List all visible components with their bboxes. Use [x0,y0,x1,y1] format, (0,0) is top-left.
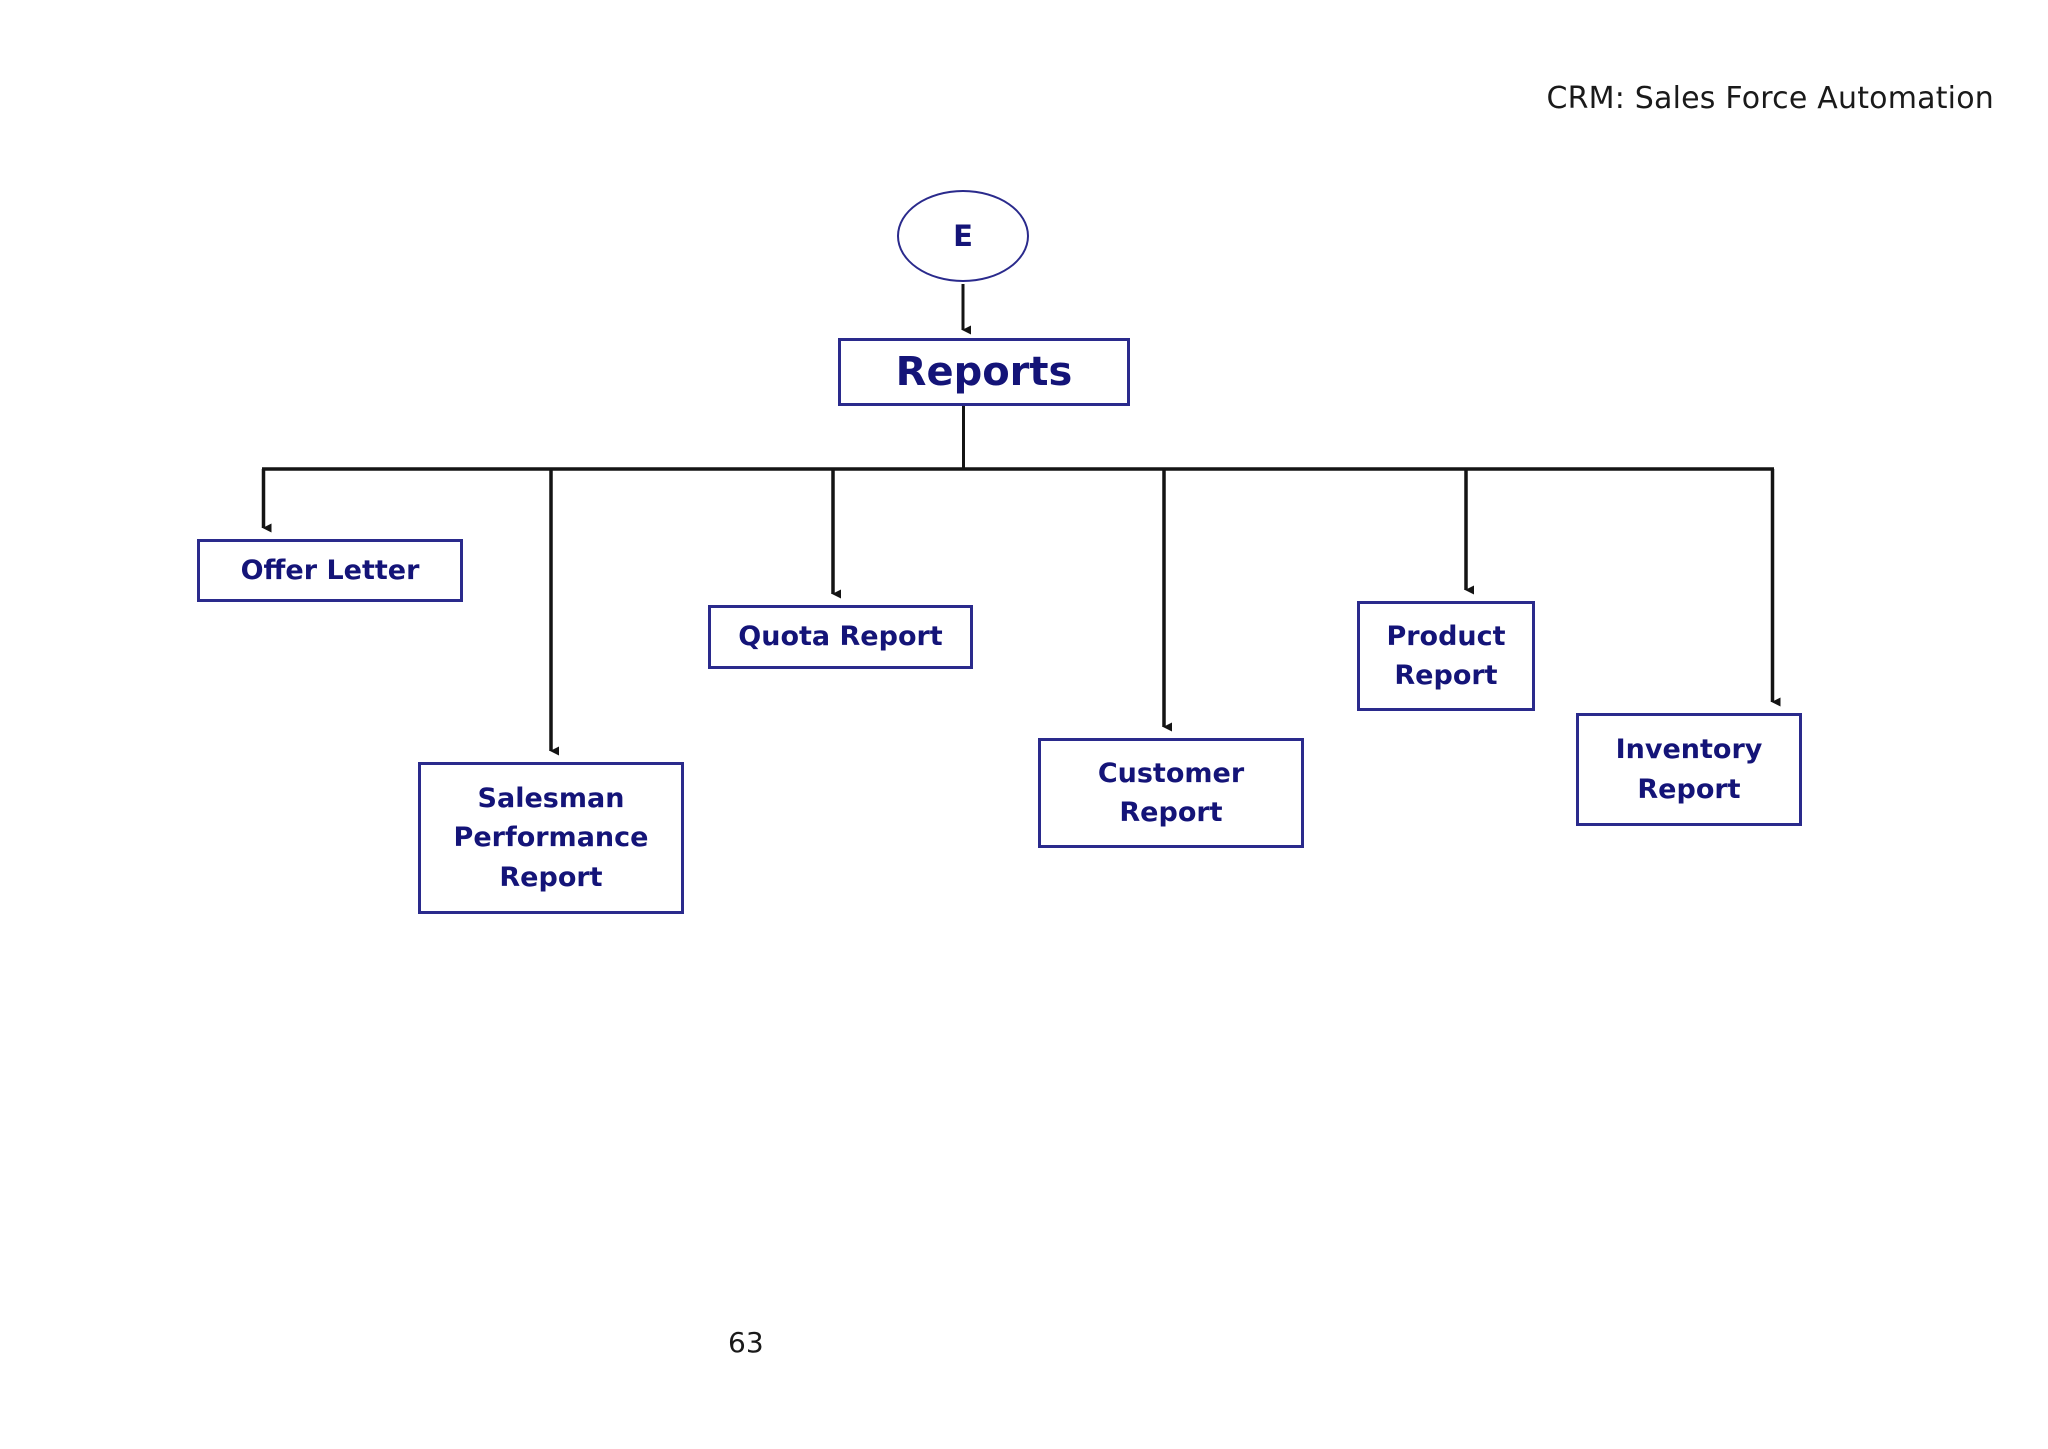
node-inventory-report-label: Inventory Report [1615,734,1763,805]
node-offer-letter-label: Offer Letter [240,554,420,586]
node-customer-report-label: Customer Report [1097,757,1245,828]
node-salesman-performance-report[interactable]: Salesman Performance Report [418,762,684,914]
node-salesman-performance-report-label: Salesman Performance Report [453,783,649,893]
page-number: 63 [728,1326,764,1359]
node-product-report[interactable]: Product Report [1357,601,1535,711]
node-reports-label: Reports [895,349,1073,395]
page-header-title: CRM: Sales Force Automation [1546,81,1994,116]
node-quota-report[interactable]: Quota Report [708,605,973,669]
node-customer-report[interactable]: Customer Report [1038,738,1304,848]
node-offer-letter[interactable]: Offer Letter [197,539,463,602]
node-quota-report-label: Quota Report [738,621,943,653]
node-product-report-label: Product Report [1386,620,1506,691]
node-inventory-report[interactable]: Inventory Report [1576,713,1802,826]
node-entity-e-label: E [953,219,973,253]
node-reports[interactable]: Reports [838,338,1130,406]
node-entity-e[interactable]: E [897,190,1029,282]
